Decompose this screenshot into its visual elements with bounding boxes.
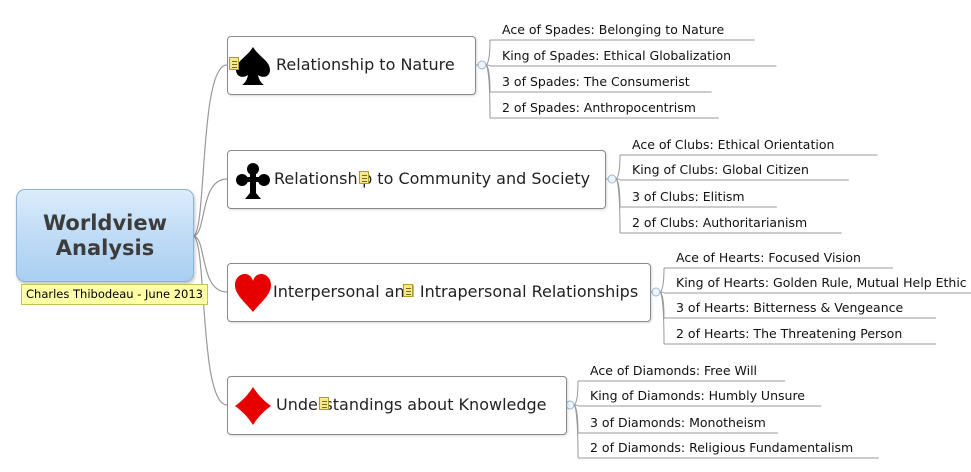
leaf-connector <box>485 64 491 119</box>
main-topic[interactable]: Understandings about Knowledge <box>227 376 567 435</box>
main-topic[interactable]: Relationship to Nature <box>227 36 476 95</box>
main-topic-label: Interpersonal and Intrapersonal Relation… <box>273 282 639 301</box>
note-icon[interactable] <box>229 57 239 70</box>
subtopic[interactable]: Ace of Hearts: Focused Vision <box>676 250 861 265</box>
leaf-connector <box>573 380 579 406</box>
subtopic[interactable]: 3 of Spades: The Consumerist <box>502 74 690 89</box>
subtopic[interactable]: Ace of Spades: Belonging to Nature <box>502 22 725 37</box>
leaf-connector <box>659 267 665 293</box>
leaf-connector <box>659 291 665 345</box>
subtopic[interactable]: King of Diamonds: Humbly Unsure <box>590 388 805 403</box>
central-topic-title: Worldview Analysis <box>43 210 167 260</box>
subtopic[interactable]: 3 of Diamonds: Monotheism <box>590 415 766 430</box>
subtopic[interactable]: 2 of Spades: Anthropocentrism <box>502 100 696 115</box>
root-connector <box>192 178 228 237</box>
root-connector <box>192 64 228 237</box>
collapse-knob <box>565 400 575 410</box>
diamond-icon <box>235 387 271 425</box>
collapse-knob <box>477 60 487 70</box>
main-topic[interactable]: Relationship to Community and Society <box>227 150 606 209</box>
main-topic-label: Relationship to Nature <box>276 55 455 74</box>
subtopic[interactable]: 3 of Clubs: Elitism <box>632 189 745 204</box>
leaf-connector <box>485 39 491 66</box>
subtopic[interactable]: King of Hearts: Golden Rule, Mutual Help… <box>676 275 967 290</box>
author-note: Charles Thibodeau - June 2013 <box>21 284 208 305</box>
club-icon <box>236 163 270 199</box>
collapse-knob <box>607 174 617 184</box>
note-icon[interactable] <box>403 284 413 297</box>
leaf-connector <box>573 404 579 459</box>
subtopic[interactable]: 3 of Hearts: Bitterness & Vengeance <box>676 300 904 315</box>
collapse-knob <box>651 287 661 297</box>
main-topic-label: Understandings about Knowledge <box>276 395 547 414</box>
subtopic[interactable]: King of Clubs: Global Citizen <box>632 162 809 177</box>
subtopic[interactable]: Ace of Diamonds: Free Will <box>590 363 758 378</box>
note-icon[interactable] <box>319 397 329 410</box>
heart-icon <box>235 274 271 312</box>
subtopic[interactable]: Ace of Clubs: Ethical Orientation <box>632 137 835 152</box>
subtopic[interactable]: King of Spades: Ethical Globalization <box>502 48 732 63</box>
subtopic[interactable]: 2 of Clubs: Authoritarianism <box>632 215 808 230</box>
main-topic-label: Relationship to Community and Society <box>274 169 591 188</box>
spade-icon <box>236 47 270 85</box>
root-connector <box>192 235 228 293</box>
note-icon[interactable] <box>359 171 369 184</box>
leaf-connector <box>615 178 621 234</box>
subtopic[interactable]: 2 of Hearts: The Threatening Person <box>676 326 903 341</box>
subtopic[interactable]: 2 of Diamonds: Religious Fundamentalism <box>590 440 854 455</box>
main-topic[interactable]: Interpersonal and Intrapersonal Relation… <box>227 263 651 322</box>
central-topic[interactable]: Worldview Analysis <box>16 189 194 282</box>
root-connector <box>192 235 228 406</box>
leaf-connector <box>615 154 621 180</box>
